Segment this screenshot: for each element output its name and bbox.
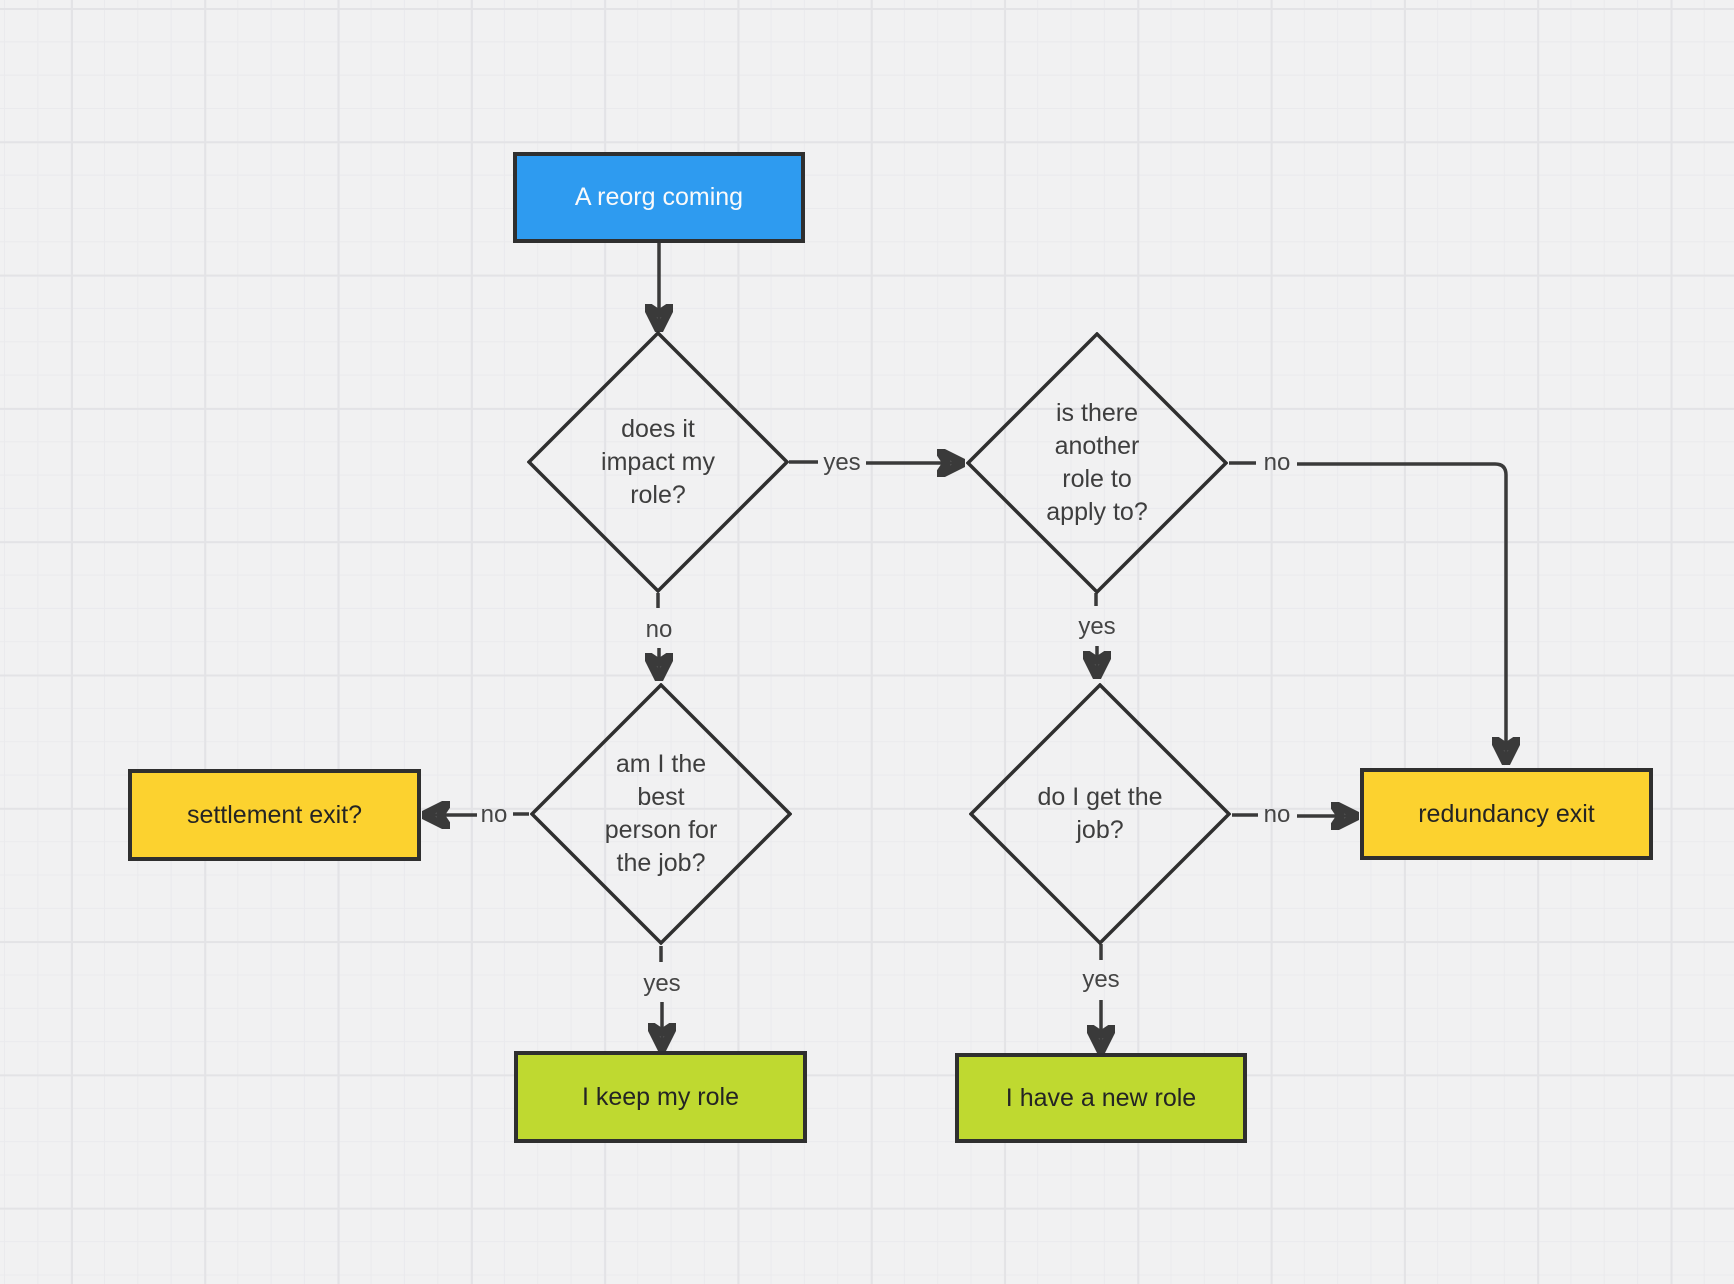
diamond-shape <box>969 683 1231 945</box>
outcome-i-keep-my-role[interactable]: I keep my role <box>514 1051 807 1143</box>
outcome-redundancy-exit[interactable]: redundancy exit <box>1360 768 1653 860</box>
edge-label-another-no[interactable]: no <box>1263 449 1291 476</box>
outcome-settlement-exit[interactable]: settlement exit? <box>128 769 421 861</box>
connector-impact-yes-to-another[interactable] <box>789 462 958 463</box>
node-label: is there another role to apply to? <box>1046 399 1148 526</box>
edge-label-impact-no[interactable]: no <box>645 616 673 643</box>
connector-getjob-no-to-redundancy[interactable] <box>1232 815 1352 816</box>
diamond-shape <box>530 683 792 945</box>
decision-am-i-the-best-person[interactable]: am I the best person for the job? <box>530 683 792 945</box>
edge-label-best-no[interactable]: no <box>480 801 508 828</box>
edge-label-getjob-no[interactable]: no <box>1263 801 1291 828</box>
node-label: settlement exit? <box>186 800 363 829</box>
edge-label-getjob-yes[interactable]: yes <box>1082 966 1120 993</box>
start-node-a-reorg-coming[interactable]: A reorg coming <box>513 152 805 243</box>
connector-best-yes-to-keep[interactable] <box>661 946 662 1044</box>
outcome-i-have-a-new-role[interactable]: I have a new role <box>955 1053 1247 1143</box>
node-label: am I the best person for the job? <box>604 750 718 877</box>
edge-label-best-yes[interactable]: yes <box>643 970 681 997</box>
node-label: I have a new role <box>1005 1083 1197 1112</box>
edge-label-impact-yes[interactable]: yes <box>823 449 861 476</box>
diamond-shape <box>527 331 789 593</box>
node-label: redundancy exit <box>1418 799 1595 828</box>
node-label: does it impact my role? <box>601 414 715 509</box>
connector-another-no-to-redundancy[interactable] <box>1229 461 1506 758</box>
connector-best-no-to-settlement[interactable] <box>429 814 529 815</box>
decision-is-there-another-role[interactable]: is there another role to apply to? <box>966 332 1228 594</box>
connector-another-yes-to-getjob[interactable] <box>1096 593 1097 672</box>
edge-label-another-yes[interactable]: yes <box>1078 613 1116 640</box>
node-label: A reorg coming <box>574 183 744 211</box>
node-label: do I get the job? <box>1037 783 1163 844</box>
connector-impact-no-to-best[interactable] <box>658 593 659 674</box>
node-label: I keep my role <box>581 1082 739 1111</box>
decision-do-i-get-the-job[interactable]: do I get the job? <box>969 683 1231 945</box>
decision-does-it-impact-my-role[interactable]: does it impact my role? <box>527 331 789 593</box>
diamond-shape <box>966 332 1228 594</box>
